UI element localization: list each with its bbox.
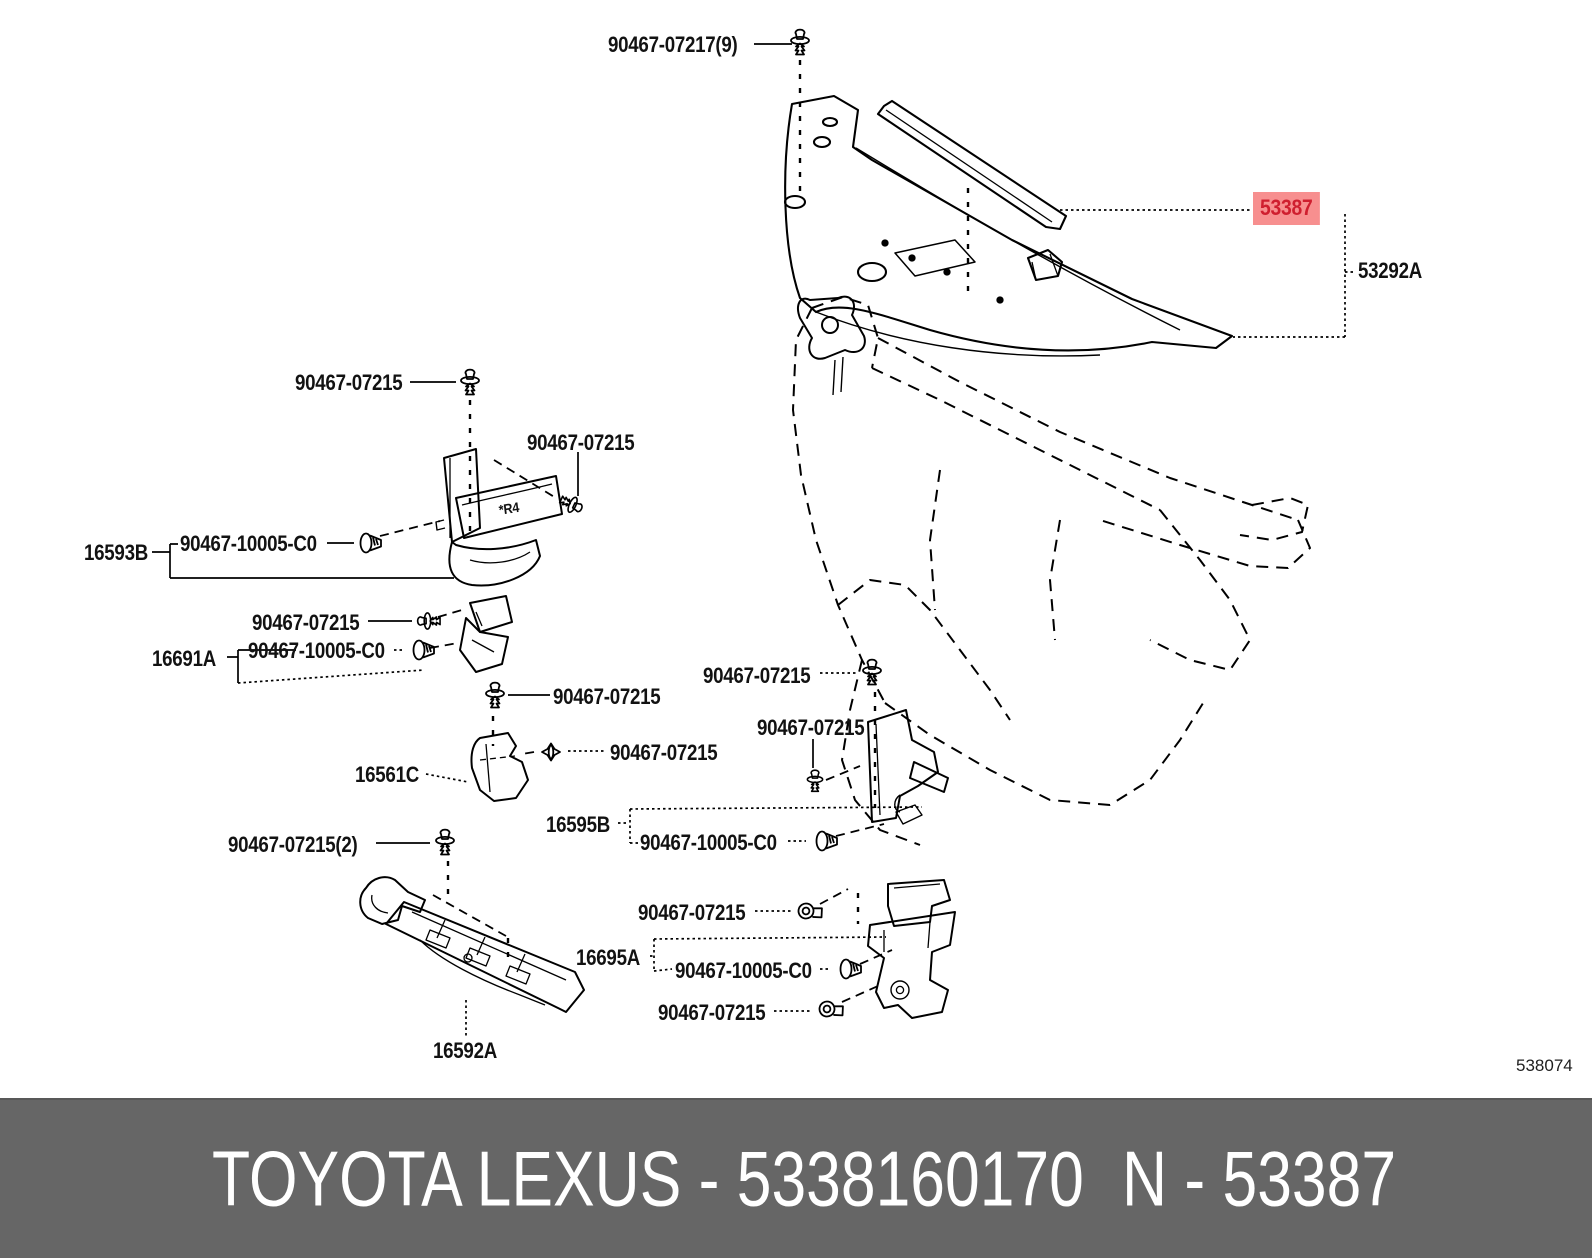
push-clip-icon (435, 828, 455, 856)
part-label-53387-highlighted[interactable]: 53387 (1253, 192, 1320, 226)
part-stamp-r4: *R4 (497, 498, 520, 518)
part-16561c-bracket (470, 732, 529, 802)
push-rivet-icon (815, 830, 838, 852)
alignment-stitch-lines (446, 60, 970, 965)
part-label-90467-07215[interactable]: 90467-07215 (553, 684, 661, 709)
part-16592a-lower-support (359, 876, 585, 1013)
push-rivet-icon (839, 958, 862, 980)
push-rivet-icon (412, 639, 435, 661)
grommet-clip-icon (817, 999, 846, 1021)
banner-reference-number: N - 53387 (1122, 1134, 1397, 1223)
banner-brand-part-number: TOYOTA LEXUS - 5338160170 (212, 1134, 1084, 1223)
part-label-90467-10005-c0[interactable]: 90467-10005-C0 (248, 638, 385, 663)
part-label-90467-07215[interactable]: 90467-07215 (638, 900, 746, 925)
part-label-90467-07215[interactable]: 90467-07215 (703, 663, 811, 688)
exploded-parts-drawing (152, 28, 1354, 1036)
part-label-90467-07217[interactable]: 90467-07217(9) (608, 32, 738, 57)
push-clip-icon (485, 681, 505, 709)
expansion-clip-icon (541, 742, 561, 762)
part-label-90467-10005-c0[interactable]: 90467-10005-C0 (675, 958, 812, 983)
part-label-16592a[interactable]: 16592A (433, 1038, 497, 1063)
part-label-16561c[interactable]: 16561C (355, 762, 419, 787)
part-label-16695a[interactable]: 16695A (576, 945, 640, 970)
part-label-90467-07215-x2[interactable]: 90467-07215(2) (228, 832, 358, 857)
part-53387-protector-strip (876, 99, 1068, 231)
part-label-90467-07215[interactable]: 90467-07215 (295, 370, 403, 395)
part-label-90467-07215[interactable]: 90467-07215 (658, 1000, 766, 1025)
hood-lock-bracket (797, 295, 866, 396)
push-clip-icon (416, 612, 441, 630)
fastener-icons (359, 28, 882, 1021)
dotted-leader-lines (237, 209, 1354, 1036)
part-16593b-duct (435, 448, 563, 587)
grommet-clip-icon (796, 901, 825, 923)
part-label-16595b[interactable]: 16595B (546, 812, 610, 837)
part-label-53292a[interactable]: 53292A (1358, 258, 1422, 283)
part-label-90467-07215[interactable]: 90467-07215 (527, 430, 635, 455)
part-16695a-bracket (867, 879, 956, 1019)
sheet-number: 538074 (1516, 1056, 1573, 1075)
part-16595b-bracket (867, 709, 949, 825)
part-label-90467-07215[interactable]: 90467-07215 (252, 610, 360, 635)
part-label-90467-10005-c0[interactable]: 90467-10005-C0 (640, 830, 777, 855)
part-label-90467-10005-c0[interactable]: 90467-10005-C0 (180, 531, 317, 556)
push-clip-icon (806, 769, 824, 793)
part-label-90467-07215[interactable]: 90467-07215 (610, 740, 718, 765)
push-rivet-icon (359, 532, 382, 554)
part-53292a-cover-panel (783, 94, 1234, 357)
radiator-support-assembly-reference (792, 296, 1311, 846)
push-clip-icon (460, 368, 480, 396)
footer-banner: TOYOTA LEXUS - 5338160170 N - 53387 (0, 1098, 1592, 1258)
hidden-connector-dashes (379, 459, 893, 1003)
part-label-16593b[interactable]: 16593B (84, 540, 148, 565)
part-label-16691a[interactable]: 16691A (152, 646, 216, 671)
push-clip-icon (790, 28, 810, 56)
part-16691a-duct (459, 595, 513, 673)
leader-lines (152, 43, 814, 844)
part-label-90467-07215[interactable]: 90467-07215 (757, 715, 865, 740)
